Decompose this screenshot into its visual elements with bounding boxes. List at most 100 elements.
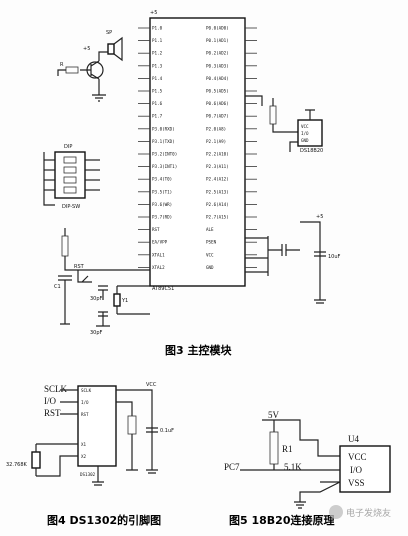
supply-cap-label: 10uF — [328, 254, 341, 260]
dip-switch-rows — [44, 156, 100, 194]
ds1302-crystal-icon — [31, 451, 41, 469]
reset-label: RST — [74, 264, 85, 270]
site-watermark: 电子发烧友 — [329, 505, 391, 519]
speaker-label: SP — [106, 30, 112, 36]
mcu-right-pin-label: ALE — [206, 227, 214, 232]
base-resistor-label: R — [60, 62, 64, 68]
figure5-caption: 图5 18B20连接原理 — [229, 513, 334, 527]
mcu-right-pin-label: P2.4(A12) — [206, 177, 229, 182]
reset-ground — [60, 280, 70, 325]
sensor-wire-1 — [245, 95, 263, 106]
mcu-right-pin-label: PSEN — [206, 240, 217, 245]
mcu-left-pin-label: XTAL2 — [152, 265, 165, 270]
sensor-pin-vcc: VCC — [301, 124, 309, 129]
crystal-wires — [116, 285, 150, 315]
crystal-icon — [113, 293, 121, 307]
dip-switch-toggle — [63, 156, 77, 164]
dip-switch: DIP DIP-SW — [43, 144, 100, 210]
ds1302-cap-label: 0.1uF — [160, 428, 174, 434]
ds1302-resistor — [127, 415, 137, 435]
supply-label: +5 — [316, 214, 323, 220]
reset-capacitor — [58, 275, 72, 281]
power-wires — [245, 237, 268, 273]
mcu-left-pin-label: P3.1(TXD) — [152, 139, 175, 144]
speaker-cone — [113, 36, 123, 62]
mcu-right-pin-label: P2.1(A9) — [206, 139, 226, 144]
reset-cap-label: C1 — [54, 284, 61, 290]
sensor-block: VCC I/O GND DS18B20 — [245, 95, 323, 154]
mcu-left-pin-label: P3.0(RXD) — [152, 126, 175, 131]
mcu-part-label: AT89C51 — [152, 286, 174, 292]
figure3-caption: 图3 主控模块 — [165, 343, 232, 357]
ds1302-part-label: DS1302 — [80, 472, 96, 477]
mcu-left-pin-label: P3.5(T1) — [152, 189, 172, 194]
mcu-right-pins: P0.0(AD0)P0.1(AD1)P0.2(AD2)P0.3(AD3)P0.4… — [206, 26, 257, 270]
ds1302-ground-2 — [146, 469, 158, 474]
mcu-left-pin-label: P1.1 — [152, 38, 163, 43]
speaker-driver: R SP +5 — [57, 30, 123, 102]
mcu-left-pin-label: P3.4(T0) — [152, 177, 172, 182]
crystal-ground — [96, 290, 110, 327]
base-wire — [57, 69, 66, 76]
mcu-left-pin-label: P3.7(RD) — [152, 215, 172, 220]
ds1302-crystal-wires — [35, 443, 78, 477]
decoupling-cap — [267, 236, 300, 276]
crystal-label: Y1 — [121, 298, 128, 304]
u4-pin-vcc: VCC — [348, 452, 367, 462]
electrolytic-cap — [314, 251, 326, 257]
ds1302-pin-label: I/O — [81, 400, 89, 405]
mcu-left-pin-label: EA/VPP — [152, 240, 168, 245]
mcu-right-pin-label: P0.1(AD1) — [206, 38, 229, 43]
u4-wiring — [299, 469, 341, 502]
ds1302-cap — [146, 427, 158, 433]
mcu-right-pin-label: P0.5(AD5) — [206, 89, 229, 94]
sensor-gnd-wire — [289, 141, 298, 152]
mcu-right-pin-label: P0.3(AD3) — [206, 63, 229, 68]
reset-switch — [77, 270, 92, 283]
mcu-left-pin-label: P1.4 — [152, 76, 163, 81]
ds1302-vcc-label: VCC — [146, 382, 157, 388]
mcu-chip — [149, 17, 246, 287]
r1-value-label: 5.1K — [284, 462, 302, 472]
mcu-left-pin-label: P1.3 — [152, 63, 163, 68]
power-filter: 10uF +5 — [245, 214, 341, 304]
u4-pin-io: I/O — [350, 465, 362, 475]
mcu-right-pin-label: P2.0(A8) — [206, 126, 226, 131]
mcu-vcc-label: +5 — [150, 10, 157, 16]
sensor-pin-io: I/O — [301, 131, 309, 136]
u4-label: U4 — [348, 434, 359, 444]
supply-rail — [300, 221, 326, 304]
ds1302-crystal-label: 32.768K — [6, 462, 27, 468]
mcu-right-pin-label: P2.5(A13) — [206, 189, 229, 194]
mcu-right-pin-label: P0.2(AD2) — [206, 51, 229, 56]
rst-net-label: RST — [44, 408, 61, 418]
supply-5v-label: 5V — [268, 410, 280, 420]
mcu-right-pin-label: GND — [206, 265, 214, 270]
main-control-schematic: +5 AT89C51 P1.0P1.1P1.2P1.3P1.4P1.5P1.6P… — [43, 10, 341, 357]
dip-switch-toggle — [63, 186, 77, 194]
r1-label: R1 — [282, 444, 293, 454]
reset-crystal-circuit: RST C1 30pF 30pF Y1 — [54, 228, 150, 336]
mcu-left-pins: P1.0P1.1P1.2P1.3P1.4P1.5P1.6P1.7P3.0(RXD… — [138, 26, 177, 270]
mcu-right-pin-label: P0.7(AD7) — [206, 114, 229, 119]
sensor-chip — [297, 119, 323, 147]
ds1302-chip — [77, 385, 117, 467]
ds1302-power-wires — [116, 389, 153, 470]
dip-switch-toggle — [63, 176, 77, 184]
ds1302-signal-wires — [60, 389, 78, 415]
vcc-line — [286, 419, 340, 457]
ds1302-pin-label: RST — [81, 412, 89, 417]
mcu-right-pin-label: P2.3(A11) — [206, 164, 229, 169]
mcu-left-pin-label: P3.6(WR) — [152, 202, 172, 207]
mcu-right-pin-label: VCC — [206, 252, 214, 257]
sclk-net-label: SCLK — [44, 384, 68, 394]
mcu-left-pin-label: P1.5 — [152, 89, 163, 94]
ds1302-pin-label: X1 — [81, 442, 87, 447]
sensor-pin-gnd: GND — [301, 138, 309, 143]
mcu-left-pin-label: P1.2 — [152, 51, 163, 56]
pullup-wires — [272, 98, 298, 133]
